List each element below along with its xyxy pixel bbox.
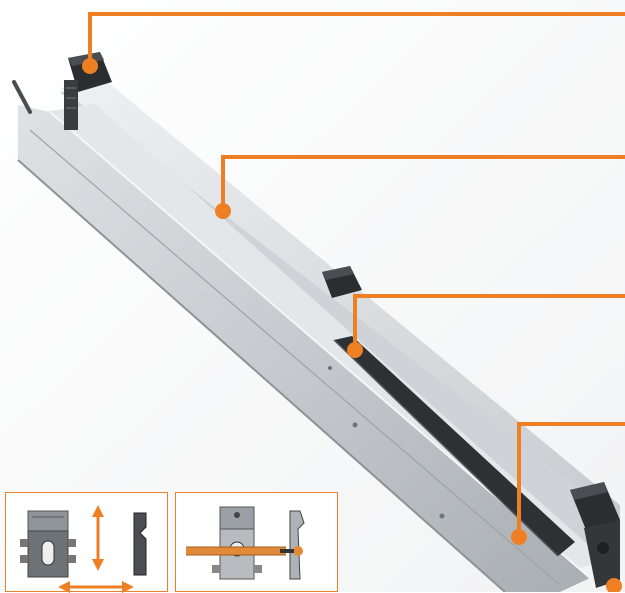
middle-clamp <box>322 266 362 298</box>
side-hook-icon <box>280 510 305 580</box>
callout-end-clamp <box>82 12 625 74</box>
pipe-bracket-icon <box>212 506 262 580</box>
callout-rail-channel <box>511 422 625 545</box>
end-clamp-bottom <box>570 482 620 588</box>
inset-adjustable-bracket <box>5 492 168 593</box>
rail-groove <box>29 129 561 586</box>
side-profile-icon <box>133 512 147 576</box>
pipe-icon <box>186 546 286 556</box>
rail-top-lip <box>60 80 620 520</box>
callout-rubber-strip <box>347 294 625 358</box>
vertical-arrow-icon <box>92 505 104 571</box>
threaded-rod <box>12 80 32 114</box>
inset-pipe-mount <box>175 492 338 592</box>
callout-rail-body <box>215 155 625 219</box>
rail-hole <box>352 422 358 428</box>
rail-front-face <box>18 105 590 592</box>
rail-hole <box>328 366 332 370</box>
rail-hole <box>439 513 445 519</box>
rubber-strip <box>334 336 575 556</box>
horizontal-arrow-icon <box>58 581 134 593</box>
bracket-plate-icon <box>20 510 76 578</box>
callout-end-dot <box>606 578 622 592</box>
